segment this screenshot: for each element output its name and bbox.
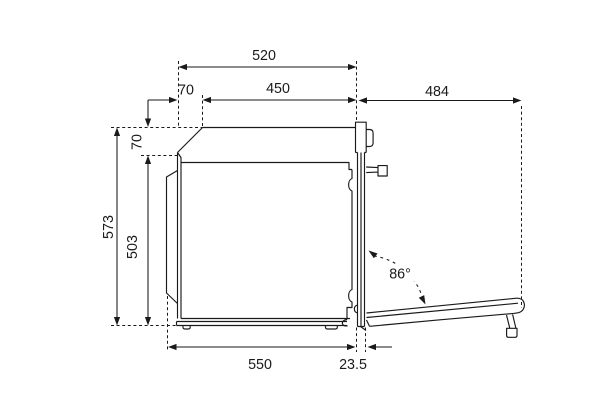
- body-chamfer-step: [177, 152, 182, 163]
- foot-right: [324, 325, 338, 330]
- cavity-top: [181, 161, 352, 171]
- door-panel: [356, 152, 366, 328]
- dim-label-503: 503: [125, 235, 141, 259]
- body-top-and-chamfer: [177, 126, 356, 153]
- dimension-labels: 520 70 450 484 573 70 503 86° 550 23.5: [101, 48, 449, 373]
- dim-label-484: 484: [425, 84, 449, 100]
- dim-label-520: 520: [252, 48, 276, 64]
- door-top-tab: [366, 128, 374, 148]
- back-bulge: [165, 170, 178, 304]
- dim-label-573: 573: [101, 215, 117, 239]
- foot-left: [182, 325, 191, 330]
- door-top-cap: [354, 121, 367, 154]
- dim-label-86deg: 86°: [389, 267, 411, 283]
- open-door-inner-edge: [366, 302, 519, 319]
- dim-label-450: 450: [266, 81, 290, 97]
- open-door-top-edge: [366, 297, 525, 314]
- swing-arrow-top: [368, 250, 378, 259]
- swing-arrow-bottom: [418, 295, 426, 305]
- open-door-handle: [505, 314, 518, 338]
- front-frame: [346, 169, 353, 320]
- door-hinge-bump: [353, 304, 358, 314]
- oven-door-open: [366, 297, 525, 338]
- label-86-background: [384, 265, 416, 281]
- dim-label-70-top: 70: [178, 83, 194, 99]
- dim-label-70-left: 70: [130, 134, 146, 150]
- dim-leader-70-top: [147, 99, 171, 121]
- dim-label-23-5: 23.5: [339, 357, 367, 373]
- open-door-underside: [369, 312, 514, 327]
- dimension-extension-lines: [111, 61, 522, 352]
- oven-door-closed: [353, 121, 388, 331]
- oven-body: [165, 126, 356, 330]
- door-knob: [366, 165, 388, 177]
- dimension-lines: [113, 63, 522, 351]
- dim-label-550: 550: [248, 357, 272, 373]
- base-plate: [175, 320, 347, 327]
- door-hinge-links: [360, 319, 371, 331]
